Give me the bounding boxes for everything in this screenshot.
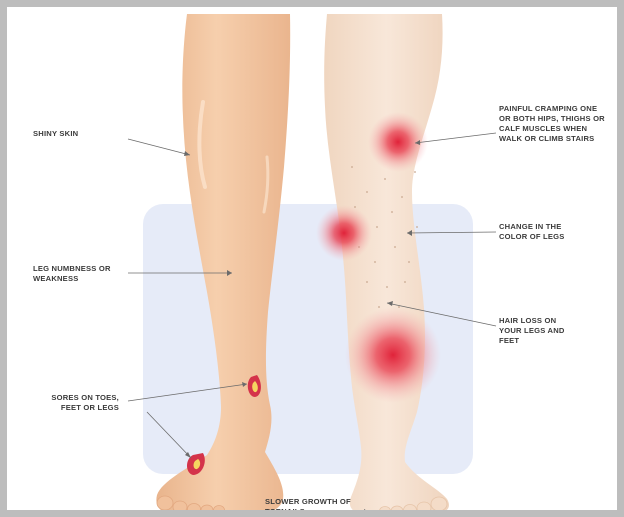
- label-sores: SORES ON TOES, FEET OR LEGS: [33, 393, 119, 413]
- label-shiny-skin: SHINY SKIN: [33, 129, 128, 139]
- right-leg: [324, 14, 449, 515]
- left-leg: [156, 14, 290, 515]
- pain-spot-knee: [316, 205, 372, 261]
- label-color-change: CHANGE IN THE COLOR OF LEGS: [499, 222, 579, 242]
- pain-spot-calf: [345, 307, 441, 403]
- label-slower-growth: SLOWER GROWTH OF TOENAILS: [265, 497, 353, 517]
- label-painful-cramping: PAINFUL CRAMPING ONE OR BOTH HIPS, THIGH…: [499, 104, 611, 144]
- label-leg-numbness: LEG NUMBNESS OR WEAKNESS: [33, 264, 123, 284]
- leader-lines: [128, 133, 496, 512]
- label-hair-loss: HAIR LOSS ON YOUR LEGS AND FEET: [499, 316, 579, 346]
- legs-illustration: [7, 7, 624, 517]
